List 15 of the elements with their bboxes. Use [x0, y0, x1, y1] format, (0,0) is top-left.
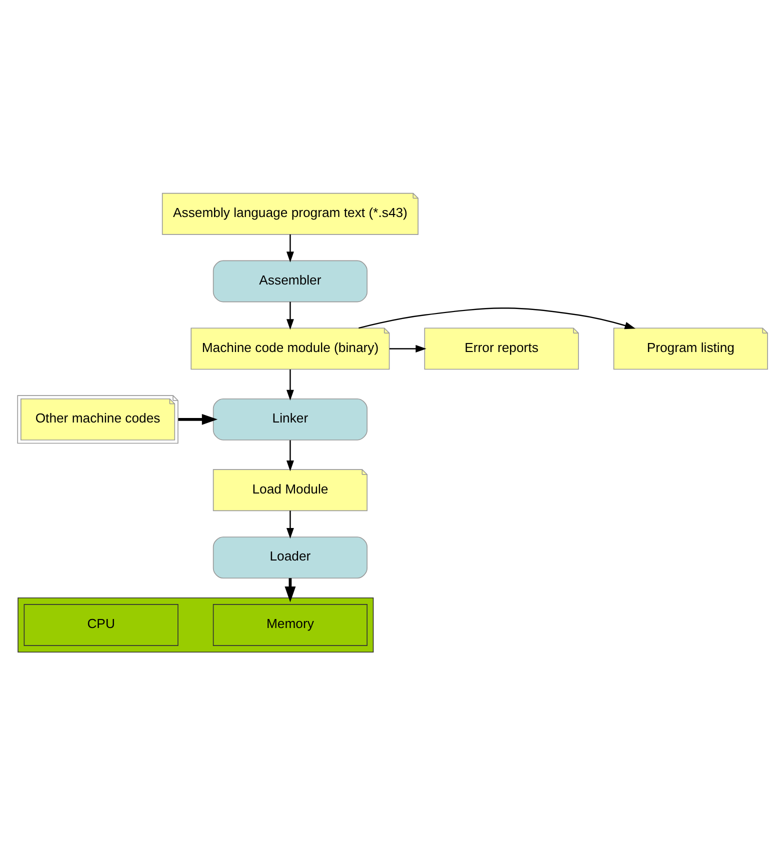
node-box: Loader — [212, 536, 368, 579]
node-box: Assembler — [212, 260, 368, 302]
node-box: Memory — [212, 604, 368, 646]
arrow — [286, 440, 294, 472]
arrow — [286, 370, 294, 401]
arrow — [286, 510, 294, 539]
cluster — [18, 597, 374, 653]
arrow — [178, 414, 218, 425]
node-box: Linker — [212, 398, 368, 440]
arrow — [286, 234, 294, 262]
arrow — [284, 578, 296, 602]
arrow — [358, 308, 636, 330]
node-box: CPU — [24, 604, 178, 646]
arrow — [286, 302, 294, 330]
arrow — [389, 344, 426, 352]
